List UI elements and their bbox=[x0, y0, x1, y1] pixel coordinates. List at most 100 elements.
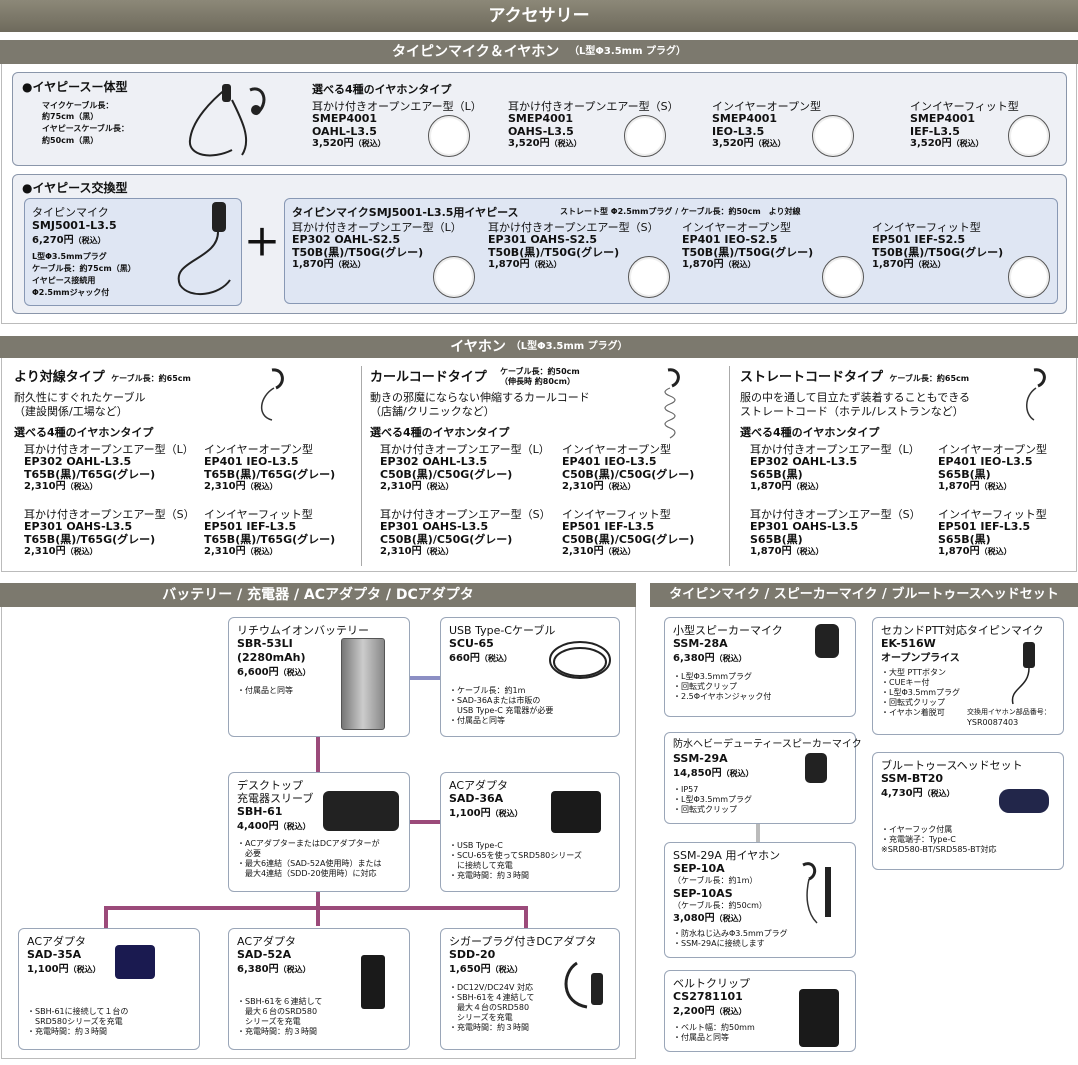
item-price: 2,310円 bbox=[24, 481, 66, 493]
item-model1: EP501 IEF-L3.5 bbox=[938, 520, 1031, 534]
clip-price: 2,200円 bbox=[673, 1006, 715, 1017]
item-model1: EP302 OAHL-L3.5 bbox=[380, 455, 488, 469]
connector bbox=[104, 906, 528, 910]
tiepin-model: SMJ5001-L3.5 bbox=[32, 219, 117, 232]
item-tax: （税込） bbox=[791, 547, 824, 557]
item-model2: T65B(黒)/T65G(グレー) bbox=[24, 467, 156, 481]
ac52-card: ACアダプタ SAD-52A 6,380円（税込） ・SBH-61を６連結して … bbox=[228, 928, 410, 1050]
section1-frame bbox=[1, 64, 1077, 324]
desk-price: 4,400円 bbox=[237, 821, 279, 832]
usb-cable-image bbox=[549, 641, 611, 679]
tiepin-mic-image bbox=[177, 202, 231, 296]
col2-d1: 服の中を通して目立たず装着することもできる bbox=[740, 391, 971, 404]
item-price: 1,870円 bbox=[750, 481, 792, 493]
item-model1: EP401 IEO-L3.5 bbox=[562, 455, 657, 469]
ac35-note: ・SBH-61に接続して１台の SRD580シリーズを充電 ・充電時間：約３時間 bbox=[27, 1007, 129, 1036]
sep10-card: SSM-29A 用イヤホン SEP-10A （ケーブル長：約1m） SEP-10… bbox=[664, 842, 856, 958]
col0-cable: ケーブル長：約65cm bbox=[111, 374, 191, 383]
ittai-heading: ●イヤピースー体型 bbox=[22, 80, 128, 94]
ssm28-image bbox=[815, 624, 839, 658]
item-tax: （税込） bbox=[333, 260, 366, 270]
dc20-model: SDD-20 bbox=[449, 948, 496, 961]
battery-cat: リチウムイオンバッテリー bbox=[237, 624, 369, 637]
usb-price: 660円 bbox=[449, 653, 480, 664]
tiepin-n2: ケーブル長：約75cm（黒） bbox=[32, 264, 136, 273]
sep-tax: （税込） bbox=[714, 914, 747, 923]
item-model1: EP301 OAHS-L3.5 bbox=[380, 520, 489, 534]
beltclip-card: ベルトクリップ CS2781101 2,200円（税込） ・ベルト幅：約50mm… bbox=[664, 970, 856, 1052]
usb-cable-card: USB Type-Cケーブル SCU-65 660円（税込） ・ケーブル長：約1… bbox=[440, 617, 620, 737]
item-model1: EP302 OAHL-L3.5 bbox=[750, 455, 858, 469]
item-model1: EP302 OAHL-S2.5 bbox=[292, 233, 401, 247]
item-model2: S65B(黒) bbox=[750, 467, 803, 481]
section2-header: イヤホン （L型Φ3.5mm プラグ） bbox=[0, 336, 1078, 358]
section3-title: バッテリー / 充電器 / ACアダプタ / DCアダプタ bbox=[162, 586, 474, 603]
sep-cat: SSM-29A 用イヤホン bbox=[673, 849, 781, 862]
bt-price: 4,730円 bbox=[881, 788, 923, 799]
desk-cat: デスクトップ bbox=[237, 779, 303, 792]
item-type: インイヤーオープン型 bbox=[562, 443, 672, 456]
ek516-card: セカンドPTT対応タイピンマイク EK-516W オープンプライス ・大型 PT… bbox=[872, 617, 1064, 735]
dc20-price: 1,650円 bbox=[449, 964, 491, 975]
tiepin-n1: L型Φ3.5mmプラグ bbox=[32, 252, 107, 261]
ac35-tax: （税込） bbox=[68, 965, 101, 974]
item-tax: （税込） bbox=[603, 482, 636, 492]
desk-charger-card: デスクトップ 充電器スリーブ SBH-61 4,400円（税込） ・ACアダプタ… bbox=[228, 772, 410, 892]
tiepin-price: 6,270円 bbox=[32, 235, 74, 246]
item-model1: SMEP4001 bbox=[712, 112, 778, 126]
item-tax: （税込） bbox=[65, 482, 98, 492]
ittai-l2: 約75cm（黒） bbox=[42, 112, 99, 121]
ac36-price: 1,100円 bbox=[449, 808, 491, 819]
battery-model: SBR-53LI bbox=[237, 637, 293, 650]
item-type: インイヤーオープン型 bbox=[938, 443, 1048, 456]
item-tax: （税込） bbox=[353, 139, 386, 149]
item-price: 3,520円 bbox=[508, 138, 550, 150]
ssm29-tax: （税込） bbox=[721, 769, 754, 778]
item-tax: （税込） bbox=[549, 139, 582, 149]
ac35-model: SAD-35A bbox=[27, 948, 82, 961]
item-model2: C50B(黒)/C50G(グレー) bbox=[380, 467, 513, 481]
earpiece-title: タイピンマイクSMJ5001-L3.5用イヤピース bbox=[292, 206, 519, 219]
item-model2: T50B(黒)/T50G(グレー) bbox=[292, 245, 424, 259]
ac35-image bbox=[115, 945, 155, 979]
col-divider bbox=[361, 366, 362, 566]
dc20-cat: シガープラグ付きDCアダプタ bbox=[449, 935, 597, 948]
earpiece-fit-image bbox=[1008, 256, 1050, 298]
item-type: インイヤーフィット型 bbox=[938, 508, 1047, 521]
item-model1: SMEP4001 bbox=[508, 112, 574, 126]
item-type: 耳かけ付きオープンエアー型（L） bbox=[292, 221, 462, 234]
ssm29-price: 14,850円 bbox=[673, 768, 722, 779]
item-model1: EP301 OAHS-L3.5 bbox=[750, 520, 859, 534]
ssm28-note: ・L型Φ3.5mmプラグ ・回転式クリップ ・2.5Φイヤホンジャック付 bbox=[673, 672, 772, 701]
koukan-item-0: 耳かけ付きオープンエアー型（L） EP302 OAHL-S2.5 T50B(黒)… bbox=[292, 221, 462, 271]
bt-model: SSM-BT20 bbox=[881, 772, 944, 785]
section4-header: タイピンマイク / スピーカーマイク / ブルートゥースヘッドセット bbox=[650, 583, 1078, 607]
clip-note: ・ベルト幅：約50mm ・付属品と同等 bbox=[673, 1023, 755, 1042]
plus-sign: ＋ bbox=[244, 223, 281, 264]
item-model1: EP501 IEF-L3.5 bbox=[204, 520, 297, 534]
tiepin-cat: タイピンマイク bbox=[32, 206, 109, 219]
item-tax: （税込） bbox=[979, 482, 1012, 492]
item-model1: EP302 OAHL-L3.5 bbox=[24, 455, 132, 469]
item-model2: T65B(黒)/T65G(グレー) bbox=[204, 532, 336, 546]
bt-cat: ブルートゥースヘッドセット bbox=[881, 759, 1023, 772]
item-price: 1,870円 bbox=[872, 259, 914, 271]
item-model2: IEF-L3.5 bbox=[910, 124, 960, 138]
koukan-item-2: インイヤーオープン型 EP401 IEO-S2.5 T50B(黒)/T50G(グ… bbox=[682, 221, 813, 271]
ssm28-price: 6,380円 bbox=[673, 653, 715, 664]
item-tax: （税込） bbox=[979, 547, 1012, 557]
desk-note: ・ACアダプターまたはDCアダプターが 必要 ・最大6連結（SAD-52A使用時… bbox=[237, 839, 382, 878]
item-model2: S65B(黒) bbox=[750, 532, 803, 546]
section1-title: タイピンマイク＆イヤホン bbox=[392, 43, 560, 60]
clip-model: CS2781101 bbox=[673, 990, 743, 1003]
item-tax: （税込） bbox=[753, 139, 786, 149]
ac35-price: 1,100円 bbox=[27, 964, 69, 975]
battery-image bbox=[341, 638, 385, 730]
ac36-card: ACアダプタ SAD-36A 1,100円（税込） ・USB Type-C ・S… bbox=[440, 772, 620, 892]
item-type: 耳かけ付きオープンエアー型（L） bbox=[750, 443, 920, 456]
